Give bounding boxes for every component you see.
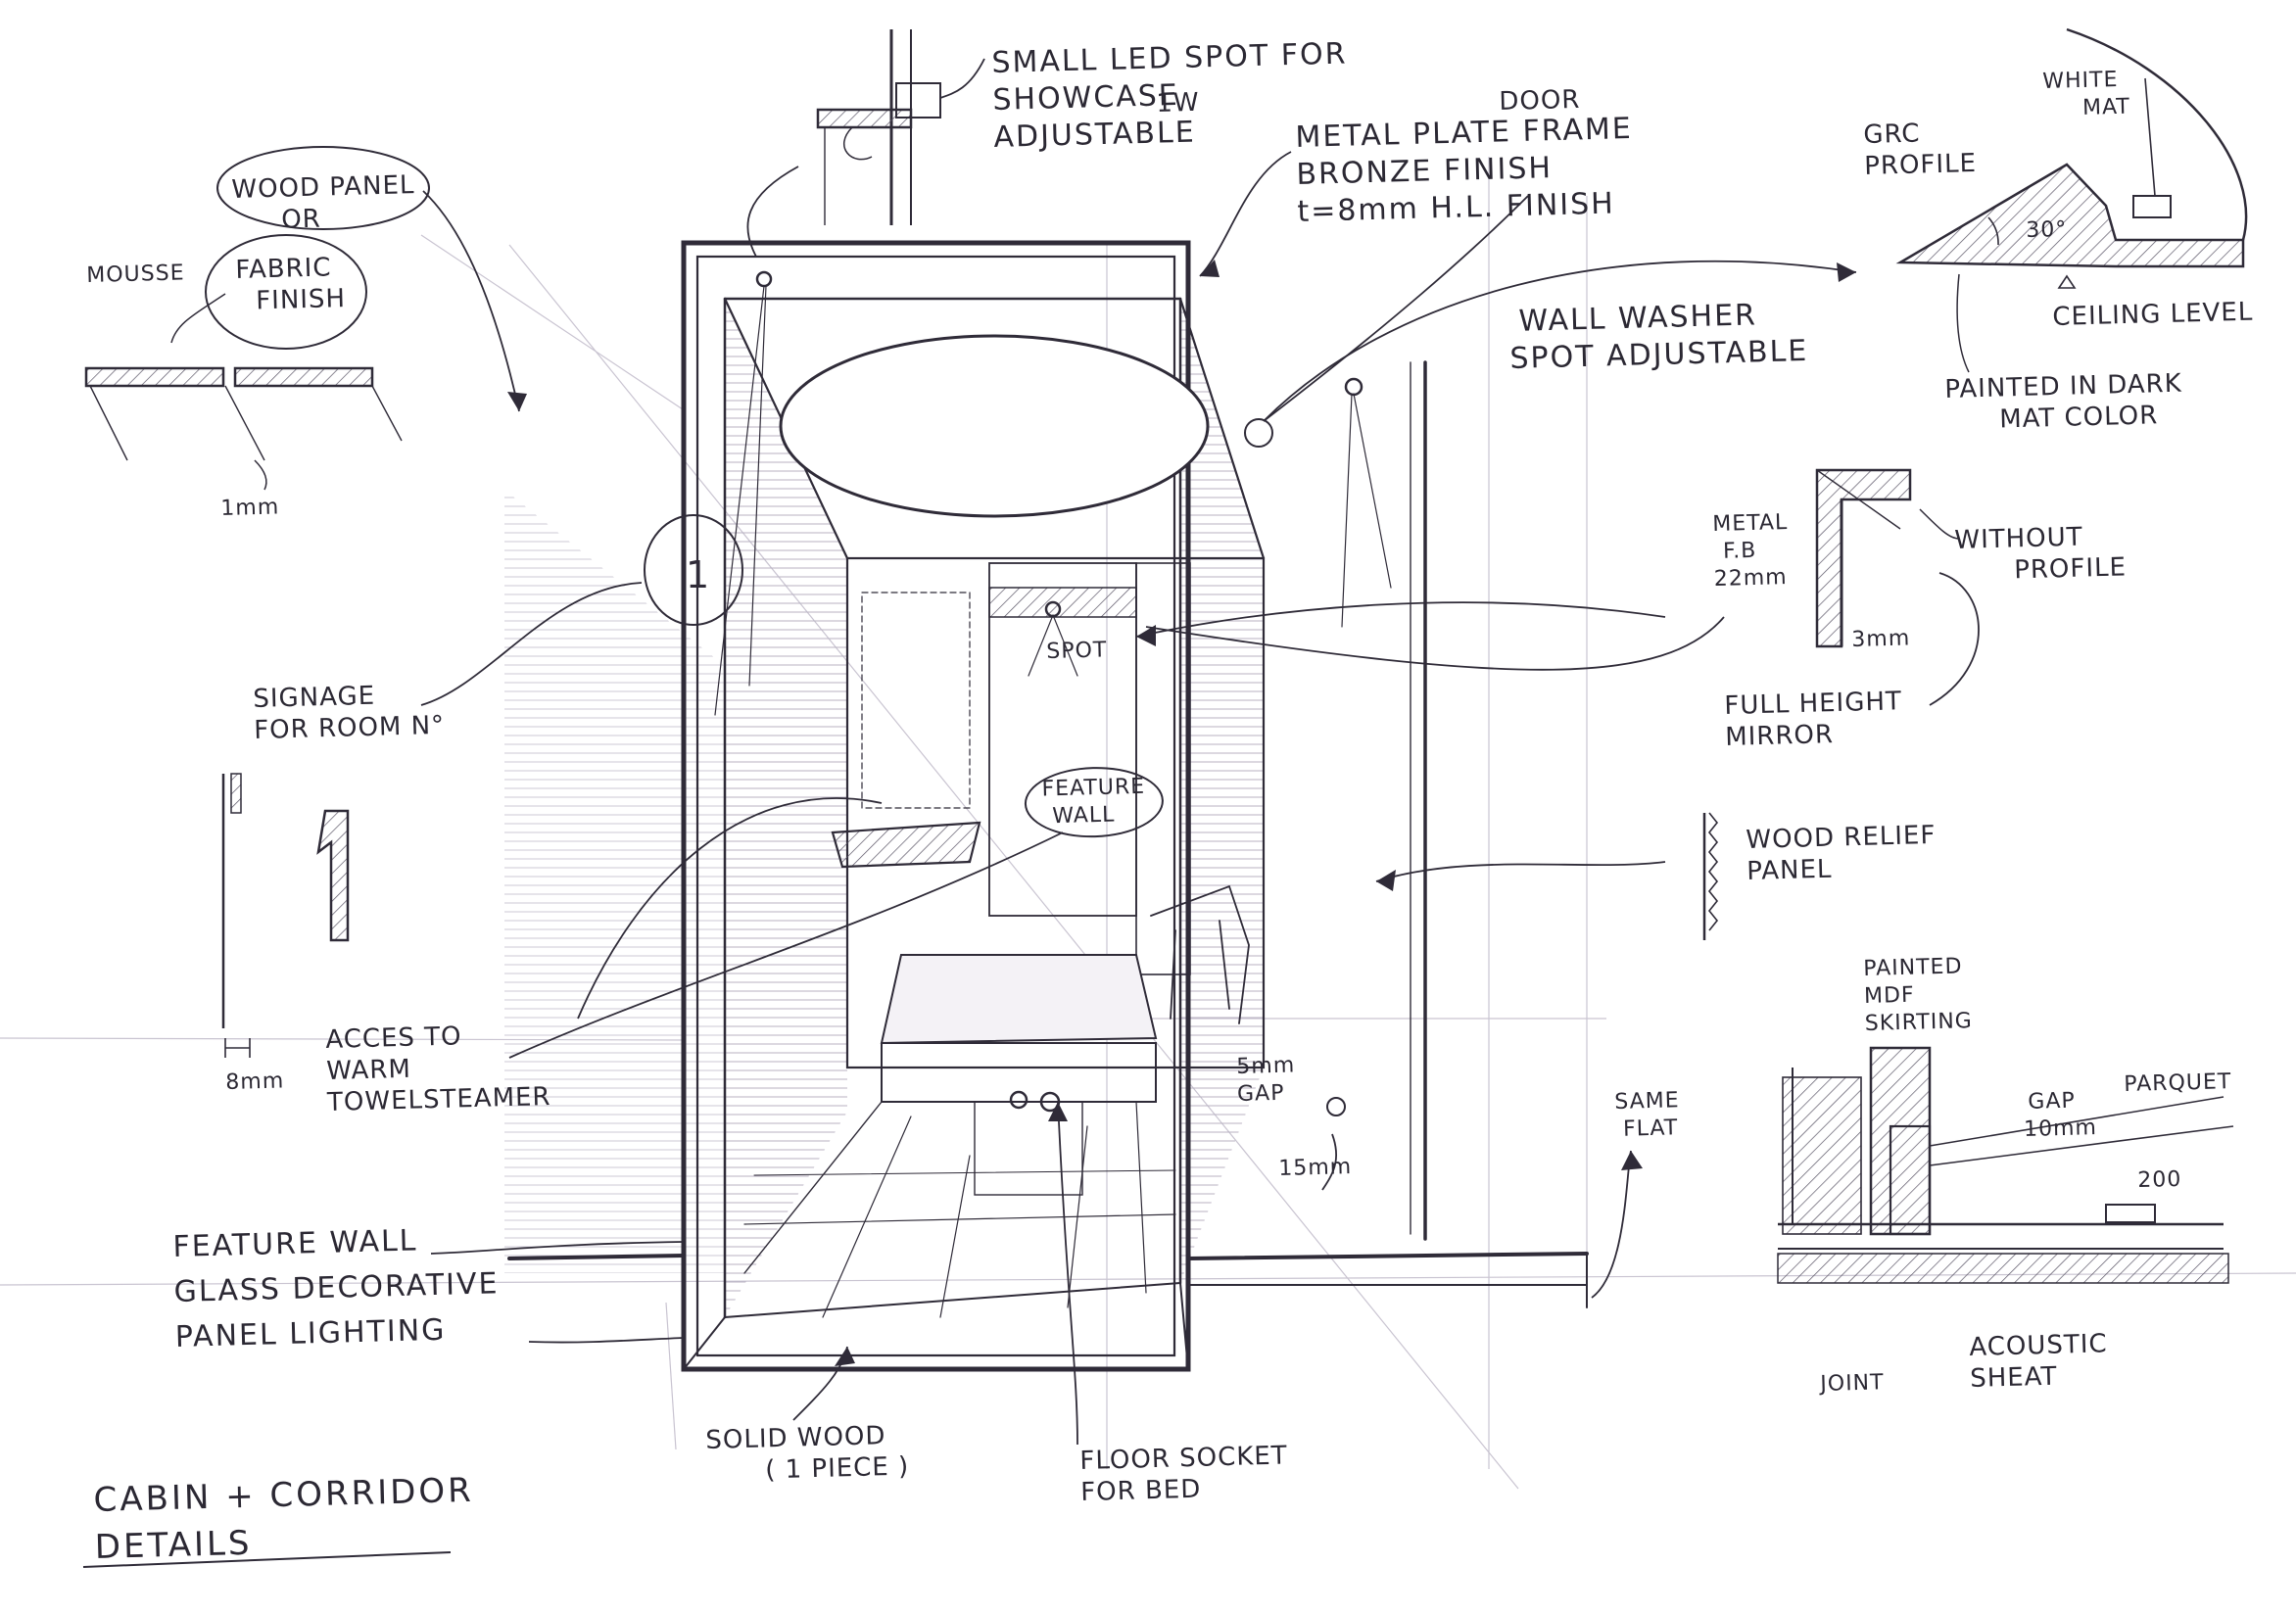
full-height-mirror-label: FULL HEIGHT MIRROR <box>1724 687 1903 752</box>
gap-10-label: GAP 10mm <box>2023 1088 2098 1142</box>
grc-profile-detail <box>1895 27 2248 373</box>
acoustic-sheat-label: ACOUSTIC SHEAT <box>1969 1329 2108 1394</box>
eight-mm-label: 8mm <box>225 1068 285 1095</box>
signage-label: SIGNAGE FOR ROOM N° <box>253 681 446 745</box>
wood-relief-label: WOOD RELIEF PANEL <box>1746 820 1937 886</box>
parquet-label: PARQUET <box>2124 1069 2232 1097</box>
same-flat-label: SAME FLAT <box>1614 1088 1680 1142</box>
wood-panel-label: WOOD PANEL OR <box>231 170 415 235</box>
grc-profile-label: GRC PROFILE <box>1863 119 1978 181</box>
joint-label: JOINT <box>1820 1370 1885 1397</box>
without-profile-label: WITHOUT PROFILE <box>1954 522 2128 586</box>
mousse-label: MOUSSE <box>86 261 185 288</box>
wood-panel-detail <box>84 146 430 491</box>
floor-socket-label: FLOOR SOCKET FOR BED <box>1079 1441 1289 1507</box>
sheet-title: CABIN + CORRIDOR DETAILS <box>93 1470 475 1567</box>
spot-label: SPOT <box>1046 638 1108 664</box>
solid-wood-label: SOLID WOOD ( 1 PIECE ) <box>705 1421 910 1486</box>
ceiling-level-label: CEILING LEVEL <box>2052 297 2254 332</box>
fifteen-mm-label: 15mm <box>1278 1155 1353 1181</box>
metal-fb-detail <box>1815 468 1960 648</box>
feature-wall-glass-label: FEATURE WALL GLASS DECORATIVE PANEL LIGH… <box>172 1223 500 1354</box>
feature-wall-bubble: FEATURE WALL <box>1024 765 1165 839</box>
painted-mdf-label: PAINTED MDF SKIRTING <box>1863 954 1974 1036</box>
skirting-detail <box>1777 1046 2234 1284</box>
wood-relief-detail <box>1702 812 1719 940</box>
metal-fb-label: METAL F.B 22mm <box>1712 509 1789 592</box>
angle-label: 30° <box>2026 216 2068 243</box>
dim-200-label: 200 <box>2137 1166 2182 1193</box>
five-mm-gap-label: 5mm GAP <box>1236 1053 1296 1107</box>
three-mm-label: 3mm <box>1851 626 1911 652</box>
towel-steamer-label: ACCES TO WARM TOWELSTEAMER <box>325 1021 551 1117</box>
painted-dark-label: PAINTED IN DARK MAT COLOR <box>1944 368 2183 435</box>
one-mm-label: 1mm <box>220 495 280 521</box>
signage-detail <box>221 773 350 1058</box>
fabric-finish-label: FABRIC FINISH <box>235 253 347 316</box>
white-mat-label: WHITE MAT <box>2042 67 2131 120</box>
led-wattage-label: 1W <box>1156 87 1201 119</box>
arrow-heads <box>507 260 1856 1366</box>
callout-number: 1 <box>686 553 709 596</box>
title-underline <box>82 1551 452 1568</box>
door-frame-label: METAL PLATE FRAME BRONZE FINISH t=8mm H.… <box>1295 111 1634 229</box>
wall-washer-label: WALL WASHER SPOT ADJUSTABLE <box>1509 298 1809 376</box>
led-spot-detail <box>816 29 941 225</box>
corridor-perspective: 1 <box>504 240 1589 1372</box>
